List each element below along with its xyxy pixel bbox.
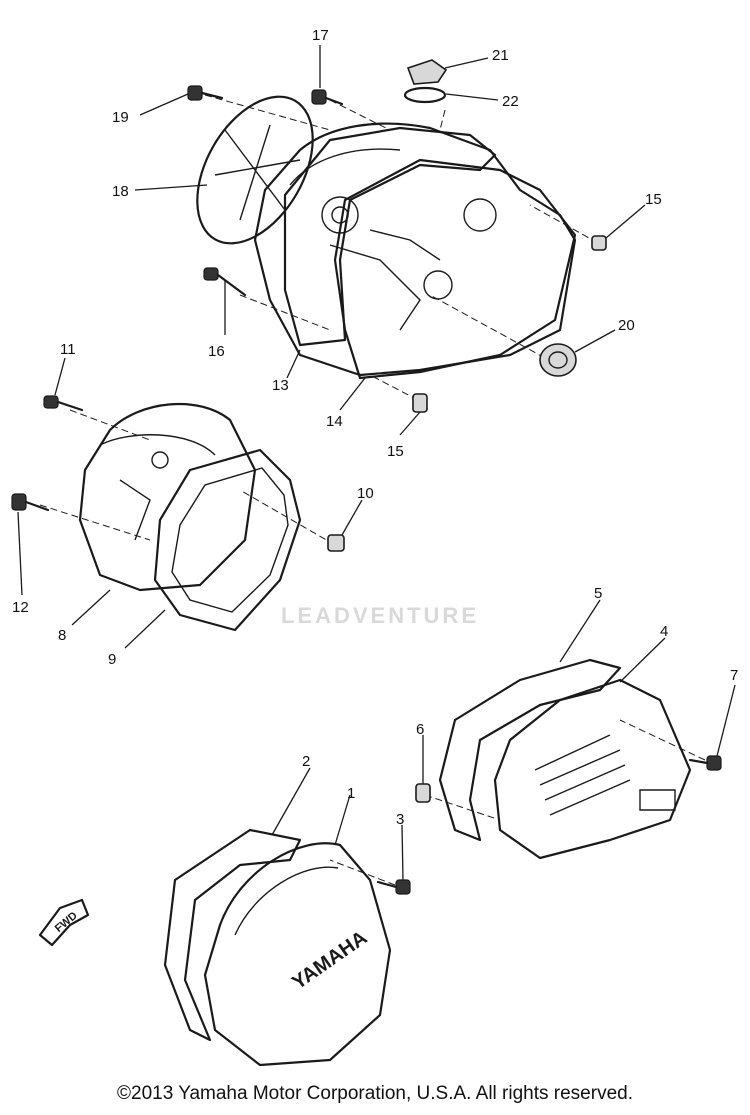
bolt-17: [311, 89, 344, 106]
callout-20: 20: [618, 317, 635, 334]
cover-4: [493, 678, 692, 860]
outer-gasket-13: [283, 126, 497, 347]
callout-15-upper: 15: [645, 191, 662, 208]
gasket-9: [153, 448, 302, 632]
callout-19: 19: [112, 109, 129, 126]
bolt-11: [43, 395, 84, 412]
callout-7: 7: [730, 667, 738, 684]
bolt-7: [688, 755, 722, 771]
crankcase-cover-13: [253, 122, 577, 377]
leader-lines: [17, 45, 736, 881]
oil-seal-20: [539, 343, 577, 377]
dowel-pin-15-upper: [591, 235, 607, 251]
callout-5: 5: [594, 585, 602, 602]
watermark: LEADVENTURE: [280, 603, 479, 628]
callout-1: 1: [347, 785, 355, 802]
callout-17: 17: [312, 27, 329, 44]
callout-11: 11: [60, 341, 76, 358]
gasket-5: [438, 658, 622, 842]
callout-15-lower: 15: [387, 443, 404, 460]
callout-13: 13: [272, 377, 289, 394]
bolt-16: [203, 267, 247, 297]
callout-22: 22: [502, 93, 519, 110]
cover-gasket-14: [333, 158, 577, 380]
bolt-12: [11, 493, 50, 512]
callout-3: 3: [396, 811, 404, 828]
dowel-pin-6: [415, 783, 431, 803]
callout-21: 21: [492, 47, 509, 64]
callout-8: 8: [58, 627, 66, 644]
bolt-19: [187, 85, 224, 101]
callout-18: 18: [112, 183, 129, 200]
dowel-pin-15-lower: [412, 393, 428, 413]
yamaha-brand-mark: YAMAHA: [288, 927, 371, 994]
fwd-arrow-icon: FWD: [38, 898, 90, 947]
callout-10: 10: [357, 485, 374, 502]
callout-2: 2: [302, 753, 310, 770]
callout-labels: 21 22 17 19 18 15 16 20 13 14 15 11 10 1…: [12, 27, 738, 828]
callout-6: 6: [416, 721, 424, 738]
dowel-pin-10: [327, 534, 345, 552]
callout-4: 4: [660, 623, 668, 640]
o-ring-22: [403, 86, 447, 104]
copyright-notice: ©2013 Yamaha Motor Corporation, U.S.A. A…: [117, 1083, 633, 1104]
cover-1: YAMAHA: [203, 842, 392, 1067]
plug-cap-21: [406, 59, 448, 85]
gasket-2: [163, 828, 302, 1042]
gasket-18: [196, 95, 314, 245]
callout-16: 16: [208, 343, 225, 360]
callout-9: 9: [108, 651, 116, 668]
callout-12: 12: [12, 599, 29, 616]
cover-8: [78, 402, 257, 592]
bolt-3: [376, 879, 411, 895]
callout-14: 14: [326, 413, 343, 430]
